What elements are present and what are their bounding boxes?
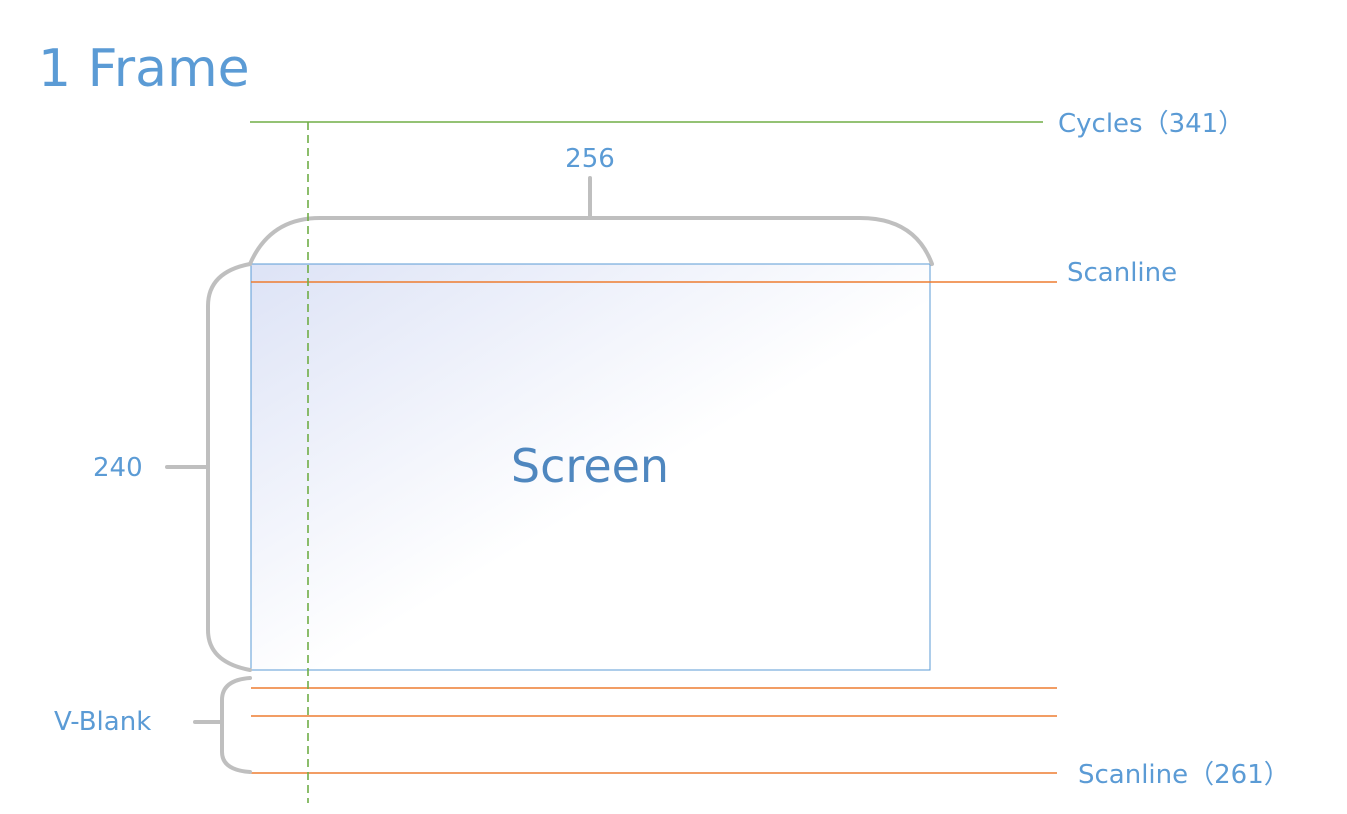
cycles-label: Cycles（341） — [1058, 109, 1244, 139]
height-label: 240 — [93, 453, 143, 483]
width-brace — [248, 216, 934, 266]
vblank-label: V-Blank — [54, 707, 151, 737]
page-title: 1 Frame — [38, 39, 250, 99]
screen-label: Screen — [511, 439, 669, 493]
width-label: 256 — [565, 144, 615, 174]
height-brace — [206, 262, 252, 672]
screen-rect — [250, 263, 931, 671]
scanline-label: Scanline — [1067, 258, 1177, 288]
vblank-brace — [220, 676, 252, 774]
last-scanline-label: Scanline（261） — [1078, 760, 1290, 790]
